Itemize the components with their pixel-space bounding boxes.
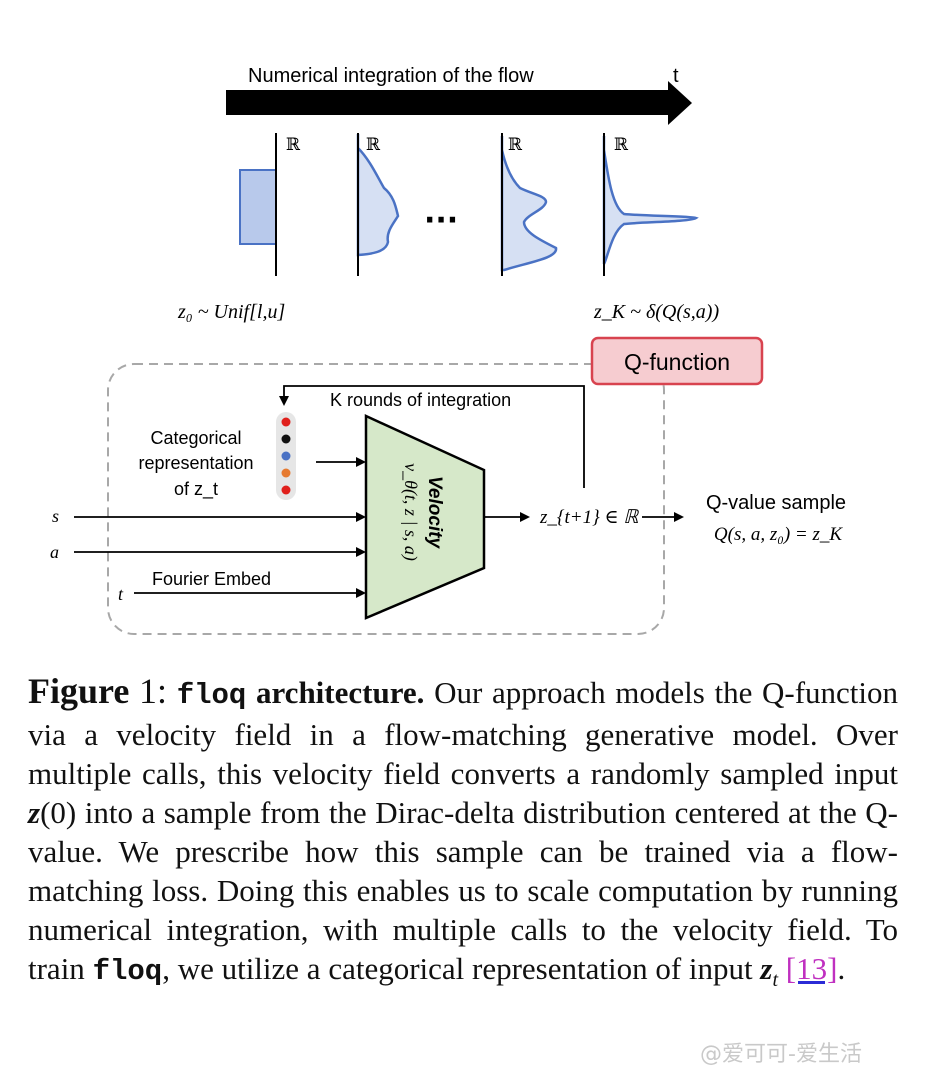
density-delta [602,133,699,276]
ellipsis: ··· [424,203,458,238]
caption-end: . [837,951,846,986]
density-uniform [239,133,277,276]
categorical-dot [281,485,291,495]
arrow-label: Numerical integration of the flow [248,65,534,87]
caption-title: architecture. [255,675,425,710]
cat-arrow [316,457,366,467]
citation-link[interactable]: [13] [785,951,838,986]
velocity-network: Velocity v_θ(t, z | s, a) [364,414,486,620]
figure-caption: Figure 1: floq architecture. Our approac… [28,672,898,1000]
caption-code-name: floq [176,679,247,712]
caption-number: 1: [139,671,168,711]
reals-label-3: ℝ [508,135,523,155]
fourier-label: Fourier Embed [152,569,271,589]
architecture-figure: Numerical integration of the flow t ℝ ℝ … [50,65,846,635]
caption-z0-arg: (0) [40,795,77,830]
caption-label: Figure [28,671,130,711]
z0-distribution: z₀ ~ Unif[l,u] [177,301,285,323]
cat-rep-line1: Categorical [150,428,241,448]
categorical-dots [281,417,291,495]
caption-zt: z [760,951,773,986]
reals-label-1: ℝ [286,135,301,155]
loop-arrow [279,385,585,488]
input-a-arrow [74,547,366,557]
input-s-label: s [52,506,59,526]
input-s-arrow [74,512,366,522]
cat-rep-line3: of z_t [174,479,218,500]
input-a-label: a [50,542,59,562]
q-function-label: Q-function [624,349,730,375]
categorical-dot [281,468,291,478]
q-function-box: Q-function [590,336,764,386]
zK-distribution: z_K ~ δ(Q(s,a)) [593,301,719,323]
categorical-dot [281,417,291,427]
model-boundary [107,363,665,635]
qvalue-expr: Q(s, a, z₀) = z_K [714,524,843,545]
velocity-expr: v_θ(t, z | s, a) [400,463,421,561]
categorical-dot [281,451,291,461]
caption-z0: z [28,795,41,830]
caption-code-name-2: floq [92,955,163,988]
caption-text-3: , we utilize a categorical representatio… [162,951,753,986]
loop-label: K rounds of integration [330,390,511,410]
input-t-arrow [134,588,366,598]
velocity-title: Velocity [424,476,445,550]
qvalue-label: Q-value sample [706,492,846,514]
caption-text-2: into a sample from the Dirac-delta distr… [28,795,899,986]
integration-arrow [226,81,692,125]
categorical-dot [281,434,291,444]
qvalue-arrow [642,512,684,522]
input-t-label: t [118,584,124,604]
caption-text-1: Our approach models the Q-function via a… [28,675,899,791]
watermark: @爱可可-爱生活 [700,1042,862,1067]
caption-zt-sub: t [772,969,779,992]
output-z: z_{t+1} ∈ ℝ [539,507,639,528]
density-3 [500,133,558,276]
reals-label-4: ℝ [614,135,629,155]
reals-label-2: ℝ [366,135,381,155]
cat-rep-line2: representation [138,453,253,473]
density-2 [356,133,400,276]
time-label: t [673,65,679,87]
output-arrow [484,512,530,522]
